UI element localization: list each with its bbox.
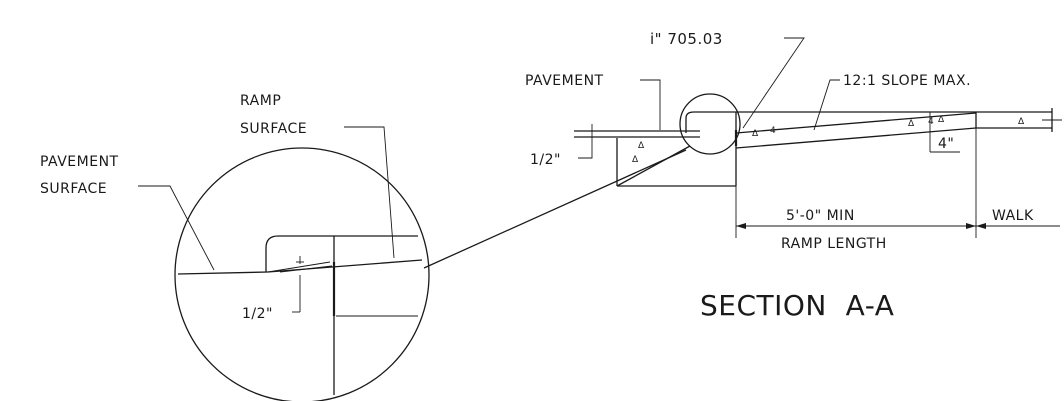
lip-wedge-top [267, 261, 331, 273]
agg-mark-6: Δ [632, 155, 639, 165]
ramp-bottom-surface [735, 127, 977, 149]
agg-mark-1: Δ [752, 129, 759, 139]
concrete-mark-a: 4 [770, 126, 776, 136]
pavement-leader [640, 79, 661, 130]
walk-dim-arrow-left [976, 223, 986, 229]
agg-mark-5: Δ [638, 141, 645, 151]
agg-mark-3: Δ [938, 115, 945, 125]
curb-top [685, 111, 1052, 133]
ramp-top-surface [735, 112, 977, 134]
pavement-surface-label-2: SURFACE [40, 181, 107, 197]
detail-link-line [423, 149, 687, 269]
detail-lip-dimension: 1/2" [242, 306, 273, 322]
section-lip-leader [578, 148, 593, 159]
slope-label: 12:1 SLOPE MAX. [843, 73, 971, 89]
section-lip-dimension: 1/2" [530, 152, 561, 168]
detail-locator-circle [679, 93, 741, 155]
section-view: Δ 4 Δ 4 Δ Δ Δ Δ i" 705.03 PAVEMENT 12:1 … [525, 30, 1062, 322]
ramp-dim-arrow-right [966, 223, 976, 229]
detail-circle [174, 147, 430, 401]
ramp-surface-line [267, 259, 423, 273]
pavement-surface-label-1: PAVEMENT [40, 154, 119, 170]
ramp-surface-leader [344, 126, 395, 259]
pavement-diagonal [616, 145, 691, 187]
pavement-surface-leader [138, 185, 215, 271]
elevation-leader [742, 37, 805, 129]
elevation-callout: i" 705.03 [650, 30, 723, 48]
slope-leader [813, 79, 840, 131]
agg-mark-2: Δ [908, 119, 915, 129]
concrete-mark-b: 4 [928, 117, 934, 127]
curb-profile [265, 235, 418, 272]
pavement-label: PAVEMENT [525, 73, 604, 89]
pavement-surface-line [177, 271, 269, 275]
section-title: SECTION A-A [700, 289, 894, 322]
ramp-surface-label-1: RAMP [240, 93, 281, 109]
detail-view: 1/2" RAMP SURFACE PAVEMENT SURFACE [40, 93, 430, 401]
agg-mark-4: Δ [1018, 117, 1025, 127]
walk-label: WALK [992, 208, 1034, 224]
ramp-length-label: RAMP LENGTH [781, 236, 887, 252]
thickness-label: 4" [938, 136, 954, 152]
ramp-surface-label-2: SURFACE [240, 121, 307, 137]
lip-wedge-mid [279, 265, 333, 273]
ramp-min-length: 5'-0" MIN [786, 208, 855, 224]
ramp-dim-arrow-left [736, 223, 746, 229]
